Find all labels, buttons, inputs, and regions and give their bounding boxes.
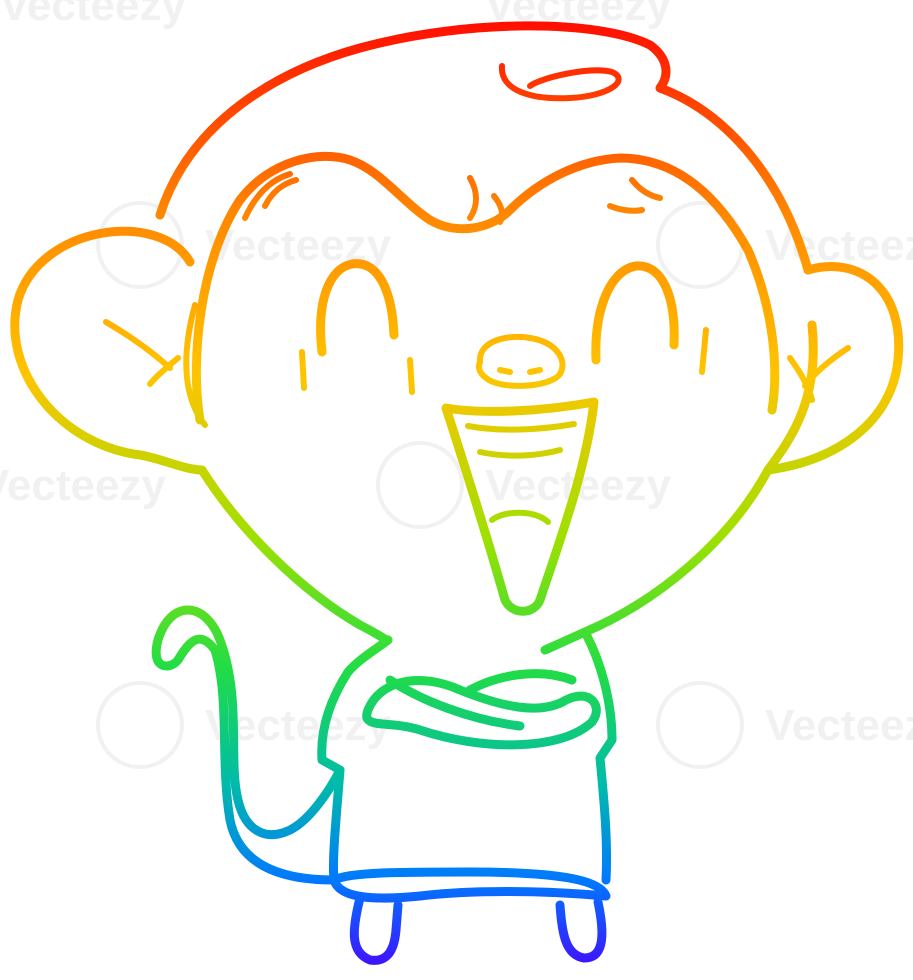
body-outline	[317, 627, 617, 885]
svg-text:Vecteezy: Vecteezy	[0, 0, 186, 30]
legs	[349, 893, 607, 965]
nostrils	[497, 367, 543, 375]
brow-wrinkles	[242, 171, 663, 225]
left-ear	[10, 226, 207, 475]
face-mask	[191, 151, 780, 425]
tongue	[489, 509, 551, 525]
left-eye	[316, 259, 399, 357]
right-eye	[591, 261, 679, 365]
nose	[475, 333, 566, 389]
hair-tuft	[498, 63, 622, 102]
eye-lines	[299, 327, 709, 395]
tail	[151, 605, 345, 885]
mouth	[441, 397, 599, 616]
svg-text:Vecteezy: Vecteezy	[0, 461, 166, 510]
right-ear-inner	[787, 345, 851, 403]
face-left-outline	[197, 465, 393, 645]
right-ear	[763, 262, 904, 475]
left-ear-inner	[103, 302, 208, 428]
crossed-arms	[362, 669, 601, 750]
teeth-line	[465, 421, 577, 459]
head-outline	[155, 21, 818, 655]
shorts	[329, 867, 611, 903]
svg-text:Vecteezy: Vecteezy	[765, 701, 913, 750]
